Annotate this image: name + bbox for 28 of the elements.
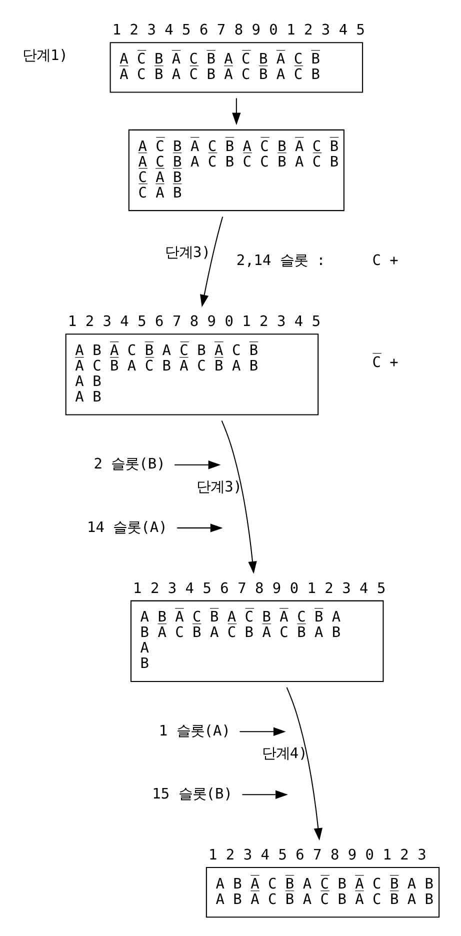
arrow — [239, 726, 286, 736]
arrow — [200, 216, 223, 307]
label: C + — [372, 252, 398, 269]
node-box: A C̅ B A̅ C B̅ A C̅ B A̅ C B̅ A̅ C B̅ A C̅ B C̅ C B̅ A C̅ B C̅ A̅ B̅ C̅ A̅ B̅ — [128, 128, 344, 211]
node-text: 1 슬롯(A) — [158, 722, 230, 739]
arrow — [220, 420, 256, 574]
arrow — [242, 790, 288, 798]
edge-label: 단계4) — [261, 746, 307, 762]
node-text: 14 슬롯(A) — [86, 519, 167, 536]
node-box: A B A̅ C B̅ A C̅ B A̅ C B̅ A B A B A̅ C B̅ A C̅ B A̅ C B̅ A B — [205, 866, 440, 918]
label: 단계1) — [22, 47, 68, 64]
arrow — [174, 460, 220, 469]
node-box: A B A̅ C B̅ A C̅ B A̅ C B̅ A̅ C B̅ A C̅ B A̅ C B̅ A B A B A B — [64, 333, 318, 415]
node-label: 1 2 3 4 5 6 7 8 9 0 1 2 3 4 5 — [112, 22, 364, 38]
node-box: A B A̅ C B̅ A C̅ B A̅ C B̅ A B A̅ C B̅ A C̅ B A̅ C B̅ A B A B — [130, 600, 384, 682]
node-label: 1 2 3 4 5 6 7 8 9 0 1 2 3 4 5 — [132, 580, 386, 596]
edge-label: 단계3) — [196, 479, 242, 496]
node-label: 1 2 3 4 5 6 7 8 9 0 1 2 3 — [208, 846, 426, 863]
arrow — [232, 98, 240, 125]
node-text: 15 슬롯(B) — [152, 786, 232, 802]
node-label: 1 2 3 4 5 6 7 8 9 0 1 2 3 4 5 — [67, 314, 320, 330]
label: C̅ + — [372, 354, 398, 370]
node-text: 2 슬롯(B) — [93, 456, 165, 472]
label: 2,14 슬롯 : — [236, 252, 325, 269]
arrow — [286, 686, 322, 840]
edge-label: 단계3) — [164, 244, 210, 260]
arrow — [176, 523, 222, 532]
node-box: A C̅ B A̅ C B̅ A C̅ B A̅ C B̅ A̅ C B̅ A C̅ B A̅ C B̅ A C̅ B — [109, 42, 363, 92]
